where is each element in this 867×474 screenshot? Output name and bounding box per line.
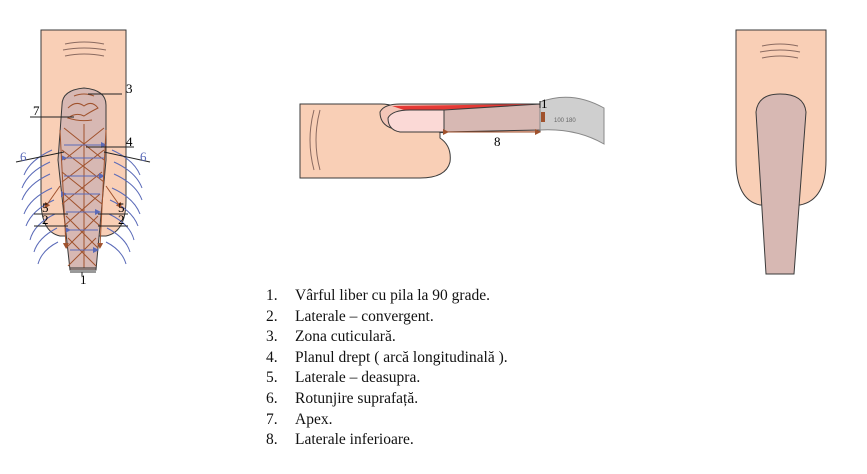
label-left-lateral-converge: 2	[42, 212, 49, 227]
legend-item: 2.Laterale – convergent.	[266, 307, 434, 325]
legend-item: 4.Planul drept ( arcă longitudinală ).	[266, 348, 508, 366]
left-finger-diagram: 1 3 7 4 6 6 5 5 2 2	[15, 29, 151, 287]
legend-item: 7.Apex.	[266, 410, 333, 428]
left-nail-plane-arrows	[61, 142, 107, 253]
left-nail	[57, 87, 107, 271]
label-right-surface: 6	[140, 149, 147, 164]
label-side-lower-lateral: 8	[494, 134, 501, 149]
label-side-free-edge: 1	[541, 96, 548, 111]
label-left-lateral-above: 5	[42, 200, 49, 215]
legend-item: 6.Rotunjire suprafață.	[266, 389, 419, 407]
label-free-edge: 1	[80, 272, 87, 287]
right-nail	[755, 93, 807, 275]
label-cuticle: 3	[126, 81, 133, 96]
legend-list: 1.Vârful liber cu pila la 90 grade. 2.La…	[266, 286, 508, 451]
legend-item: 8.Laterale inferioare.	[266, 431, 414, 449]
legend-item: 5.Laterale – deasupra.	[266, 369, 421, 387]
label-right-lateral-above: 5	[118, 200, 125, 215]
label-straight-plane: 4	[126, 134, 133, 149]
label-left-surface: 6	[20, 149, 27, 164]
right-finger-diagram	[735, 29, 827, 275]
legend-item: 1.Vârful liber cu pila la 90 grade.	[266, 287, 490, 304]
left-nail-lattice	[61, 124, 105, 268]
legend-item: 3.Zona cuticulară.	[266, 328, 396, 346]
nail-file	[539, 96, 605, 145]
file-grit-text: 100 180	[554, 118, 576, 124]
side-view-diagram: 100 180 1 8	[299, 96, 605, 179]
label-apex: 7	[33, 103, 40, 118]
label-right-lateral-converge: 2	[118, 212, 125, 227]
